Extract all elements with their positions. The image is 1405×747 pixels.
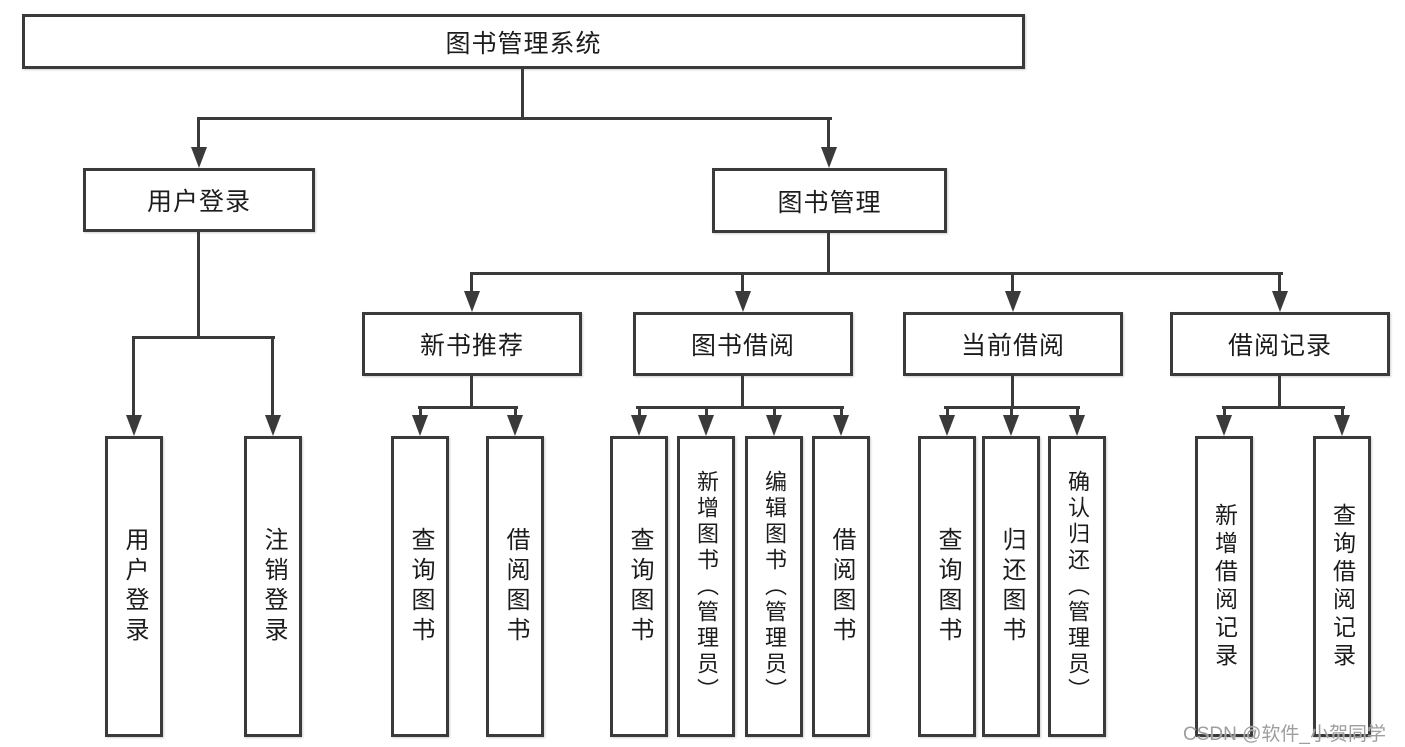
arrowhead-book-mgmt — [821, 147, 837, 168]
node-new-book-recommend: 新书推荐 — [362, 312, 582, 376]
node-user-login-label: 用户登录 — [146, 188, 251, 216]
leaf-user-login: 用户登录 — [105, 436, 163, 737]
leaf-records-add: 新增借阅记录 — [1195, 436, 1253, 737]
connector-shaft-records-add — [1223, 406, 1226, 420]
connector-userlogin-rail — [132, 336, 275, 339]
leaf-current-return: 归还图书 — [982, 436, 1040, 737]
leaf-records-query: 查询借阅记录 — [1313, 436, 1371, 737]
connector-shaft-newbooks-query — [419, 406, 422, 420]
root-node-library-system: 图书管理系统 — [22, 14, 1025, 69]
connector-bookborrow-rail — [636, 406, 844, 409]
connector-shaft-current-query — [946, 406, 949, 420]
connector-root-stem — [521, 69, 524, 117]
leaf-newbooks-borrow: 借阅图书 — [486, 436, 544, 737]
node-user-login: 用户登录 — [83, 168, 315, 232]
leaf-borrow-edit-admin-label: 编辑图书（管理员） — [762, 469, 787, 704]
connector-shaft-newbooks-borrow — [514, 406, 517, 420]
node-borrow-records-label: 借阅记录 — [1227, 332, 1332, 360]
leaf-newbooks-query-label: 查询图书 — [407, 526, 434, 647]
arrowhead-currentborrow — [1005, 291, 1021, 312]
arrowhead-leaf-logout — [265, 415, 281, 436]
connector-records-rail — [1222, 406, 1345, 409]
arrowhead-current-confirm — [1069, 415, 1085, 436]
leaf-logout-label: 注销登录 — [260, 526, 287, 647]
leaf-borrow-add-admin-label: 新增图书（管理员） — [694, 469, 719, 704]
connector-shaft-current-return — [1010, 406, 1013, 420]
leaf-borrow-query: 查询图书 — [610, 436, 668, 737]
connector-bookmgmt-stem — [827, 233, 830, 272]
connector-shaft-newbook — [470, 272, 473, 294]
arrowhead-newbook — [464, 291, 480, 312]
leaf-newbooks-borrow-label: 借阅图书 — [502, 526, 529, 647]
leaf-current-confirm-admin-label: 确认归还（管理员） — [1065, 469, 1090, 704]
connector-shaft-currentborrow — [1011, 272, 1014, 294]
connector-root-rail — [197, 117, 832, 120]
node-book-borrow-label: 图书借阅 — [690, 332, 795, 360]
leaf-user-login-label: 用户登录 — [121, 526, 148, 647]
leaf-borrow-edit-admin: 编辑图书（管理员） — [745, 436, 803, 737]
arrowhead-user-login — [191, 147, 207, 168]
arrowhead-records-query — [1334, 415, 1350, 436]
leaf-records-query-label: 查询借阅记录 — [1329, 502, 1356, 671]
leaf-borrow-borrow: 借阅图书 — [812, 436, 870, 737]
node-current-borrow-label: 当前借阅 — [960, 332, 1065, 360]
arrowhead-borrow-borrow — [833, 415, 849, 436]
arrowhead-borrow-query — [631, 415, 647, 436]
leaf-current-return-label: 归还图书 — [998, 526, 1025, 647]
node-new-book-recommend-label: 新书推荐 — [419, 332, 524, 360]
node-current-borrow: 当前借阅 — [903, 312, 1123, 376]
connector-currentborrow-stem — [1011, 376, 1014, 406]
arrowhead-borrow-add — [698, 415, 714, 436]
arrowhead-newbooks-query — [412, 415, 428, 436]
arrowhead-current-query — [939, 415, 955, 436]
leaf-current-confirm-admin: 确认归还（管理员） — [1048, 436, 1106, 737]
connector-shaft-records-query — [1341, 406, 1344, 420]
leaf-current-query: 查询图书 — [918, 436, 976, 737]
connector-shaft-borrow-query — [638, 406, 641, 420]
arrowhead-newbooks-borrow — [507, 415, 523, 436]
connector-level3-rail — [470, 272, 1283, 275]
arrowhead-leaf-userlogin — [126, 415, 142, 436]
connector-newbook-stem — [470, 376, 473, 406]
node-book-management-label: 图书管理 — [777, 188, 882, 217]
arrowhead-records-add — [1216, 415, 1232, 436]
connector-shaft-borrow-borrow — [840, 406, 843, 420]
node-book-management: 图书管理 — [712, 168, 947, 233]
arrowhead-records — [1272, 291, 1288, 312]
csdn-watermark: CSDN @软件_小贺同学 — [1183, 724, 1386, 745]
connector-userlogin-stem — [197, 232, 200, 336]
arrowhead-current-return — [1003, 415, 1019, 436]
leaf-current-query-label: 查询图书 — [934, 526, 961, 647]
leaf-records-add-label: 新增借阅记录 — [1211, 502, 1238, 671]
connector-shaft-book-mgmt — [827, 117, 830, 151]
leaf-borrow-add-admin: 新增图书（管理员） — [677, 436, 735, 737]
connector-shaft-leaf-userlogin — [132, 336, 135, 418]
root-node-label: 图书管理系统 — [445, 29, 602, 58]
connector-shaft-leaf-logout — [271, 336, 274, 418]
leaf-borrow-borrow-label: 借阅图书 — [828, 526, 855, 647]
connector-shaft-current-confirm — [1076, 406, 1079, 420]
leaf-borrow-query-label: 查询图书 — [626, 526, 653, 647]
connector-shaft-bookborrow — [741, 272, 744, 294]
connector-newbook-rail — [418, 406, 518, 409]
connector-shaft-records — [1278, 272, 1281, 294]
connector-shaft-borrow-edit — [773, 406, 776, 420]
node-book-borrow: 图书借阅 — [633, 312, 853, 376]
arrowhead-bookborrow — [735, 291, 751, 312]
node-borrow-records: 借阅记录 — [1170, 312, 1390, 376]
leaf-logout: 注销登录 — [244, 436, 302, 737]
connector-bookborrow-stem — [741, 376, 744, 406]
leaf-newbooks-query: 查询图书 — [391, 436, 449, 737]
connector-records-stem — [1278, 376, 1281, 406]
arrowhead-borrow-edit — [766, 415, 782, 436]
connector-shaft-borrow-add — [705, 406, 708, 420]
connector-shaft-user-login — [197, 117, 200, 151]
